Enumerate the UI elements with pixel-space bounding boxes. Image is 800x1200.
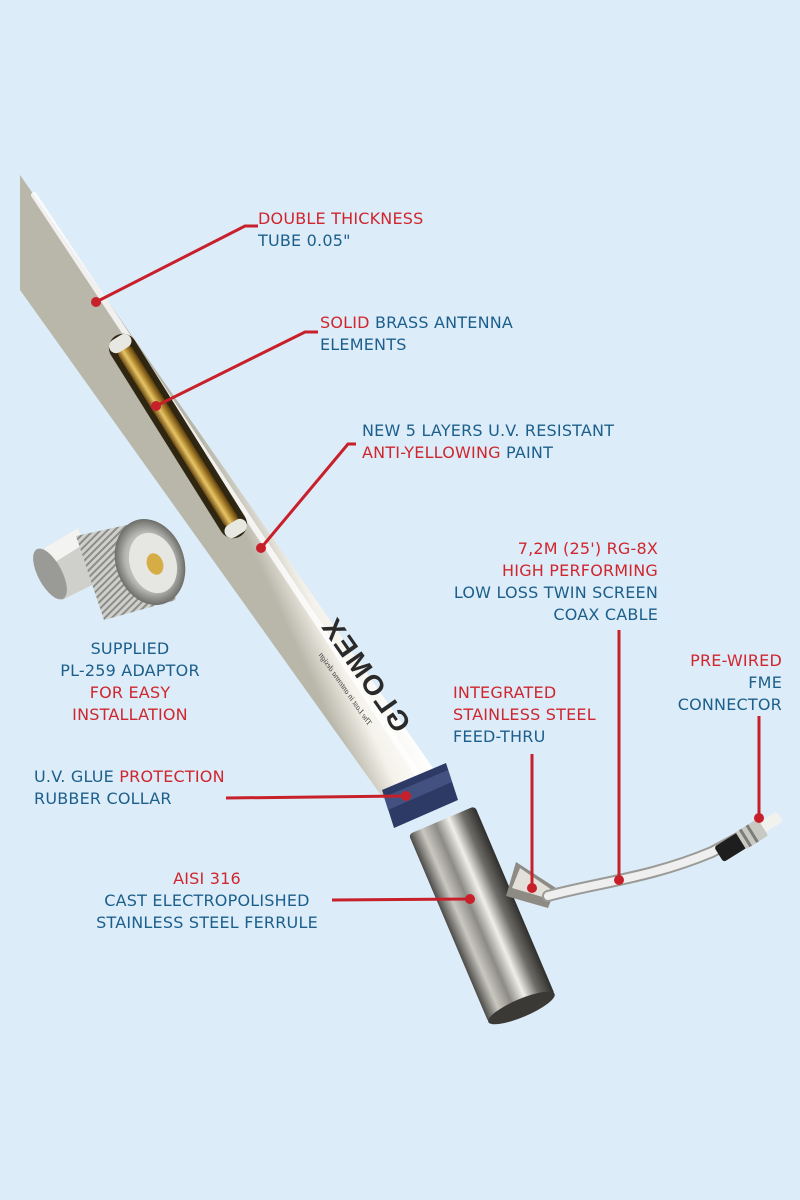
coax-line1: 7,2M (25') RG-8X [517,539,658,558]
callout-double-thickness: DOUBLE THICKNESS TUBE 0.05" [258,208,424,252]
leader-uv-paint [259,442,356,549]
feed-thru-line2: STAINLESS STEEL [453,705,596,724]
steel-ferrule [409,807,555,1025]
pl259-line3: FOR EASY [89,683,171,702]
solid-brass-line2: ELEMENTS [320,335,407,354]
callout-coax-cable: 7,2M (25') RG-8X HIGH PERFORMING LOW LOS… [454,538,658,626]
callout-solid-brass: SOLID BRASS ANTENNA ELEMENTS [320,312,513,356]
leader-ferrule [331,897,471,902]
fme-connector [715,812,783,862]
callout-rubber-collar: U.V. GLUE PROTECTION RUBBER COLLAR [34,766,225,810]
fme-line3: CONNECTOR [677,695,782,714]
rubber-collar-line1-red: PROTECTION [119,767,225,786]
uv-paint-line1: NEW 5 LAYERS U.V. RESISTANT [362,421,615,440]
feed-thru-line3: FEED-THRU [453,727,546,746]
leader-dots [91,297,764,904]
ferrule-line2: CAST ELECTROPOLISHED [104,891,310,910]
leader-double-thickness [95,224,258,304]
pl259-line4: INSTALLATION [72,705,188,724]
fme-line1: PRE-WIRED [690,651,782,670]
rubber-collar-line2: RUBBER COLLAR [34,789,172,808]
callout-ferrule: AISI 316 CAST ELECTROPOLISHED STAINLESS … [80,868,334,934]
solid-brass-line1-blue: BRASS ANTENNA [369,313,514,332]
double-thickness-line1: DOUBLE THICKNESS [258,209,424,228]
tube-highlight [31,192,428,788]
pl259-line1: SUPPLIED [90,639,170,658]
pl259-adaptor [33,519,186,620]
pl259-line2: PL-259 ADAPTOR [60,661,200,680]
coax-line3: LOW LOSS TWIN SCREEN [453,583,658,602]
ferrule-line3: STAINLESS STEEL FERRULE [96,913,318,932]
feed-thru-line1: INTEGRATED [453,683,557,702]
callout-feed-thru: INTEGRATED STAINLESS STEEL FEED-THRU [453,682,596,748]
coax-line4: COAX CABLE [553,605,658,624]
rubber-collar [382,763,458,828]
callout-fme: PRE-WIRED FME CONNECTOR [678,650,782,716]
leader-lines [95,224,761,902]
ferrule-line1: AISI 316 [173,869,241,888]
rubber-collar-line1: U.V. GLUE PROTECTION [34,766,225,788]
solid-brass-line1-red: SOLID [320,313,370,332]
uv-paint-line2-blue: PAINT [500,443,554,462]
uv-paint-line2-red: ANTI-YELLOWING [362,443,501,462]
coax-line2: HIGH PERFORMING [502,561,658,580]
double-thickness-line2: TUBE 0.05" [258,231,351,250]
callout-pl259: SUPPLIED PL-259 ADAPTOR FOR EASY INSTALL… [40,638,220,726]
fme-line2: FME [748,673,782,692]
solid-brass-line1: SOLID BRASS ANTENNA [320,312,513,334]
leader-solid-brass [155,330,318,408]
brass-element-window [108,333,248,539]
rubber-collar-line1-blue: U.V. GLUE [34,767,120,786]
callout-uv-paint: NEW 5 LAYERS U.V. RESISTANT ANTI-YELLOWI… [362,420,614,464]
leader-rubber-collar [225,794,407,800]
uv-paint-line2: ANTI-YELLOWING PAINT [362,442,614,464]
